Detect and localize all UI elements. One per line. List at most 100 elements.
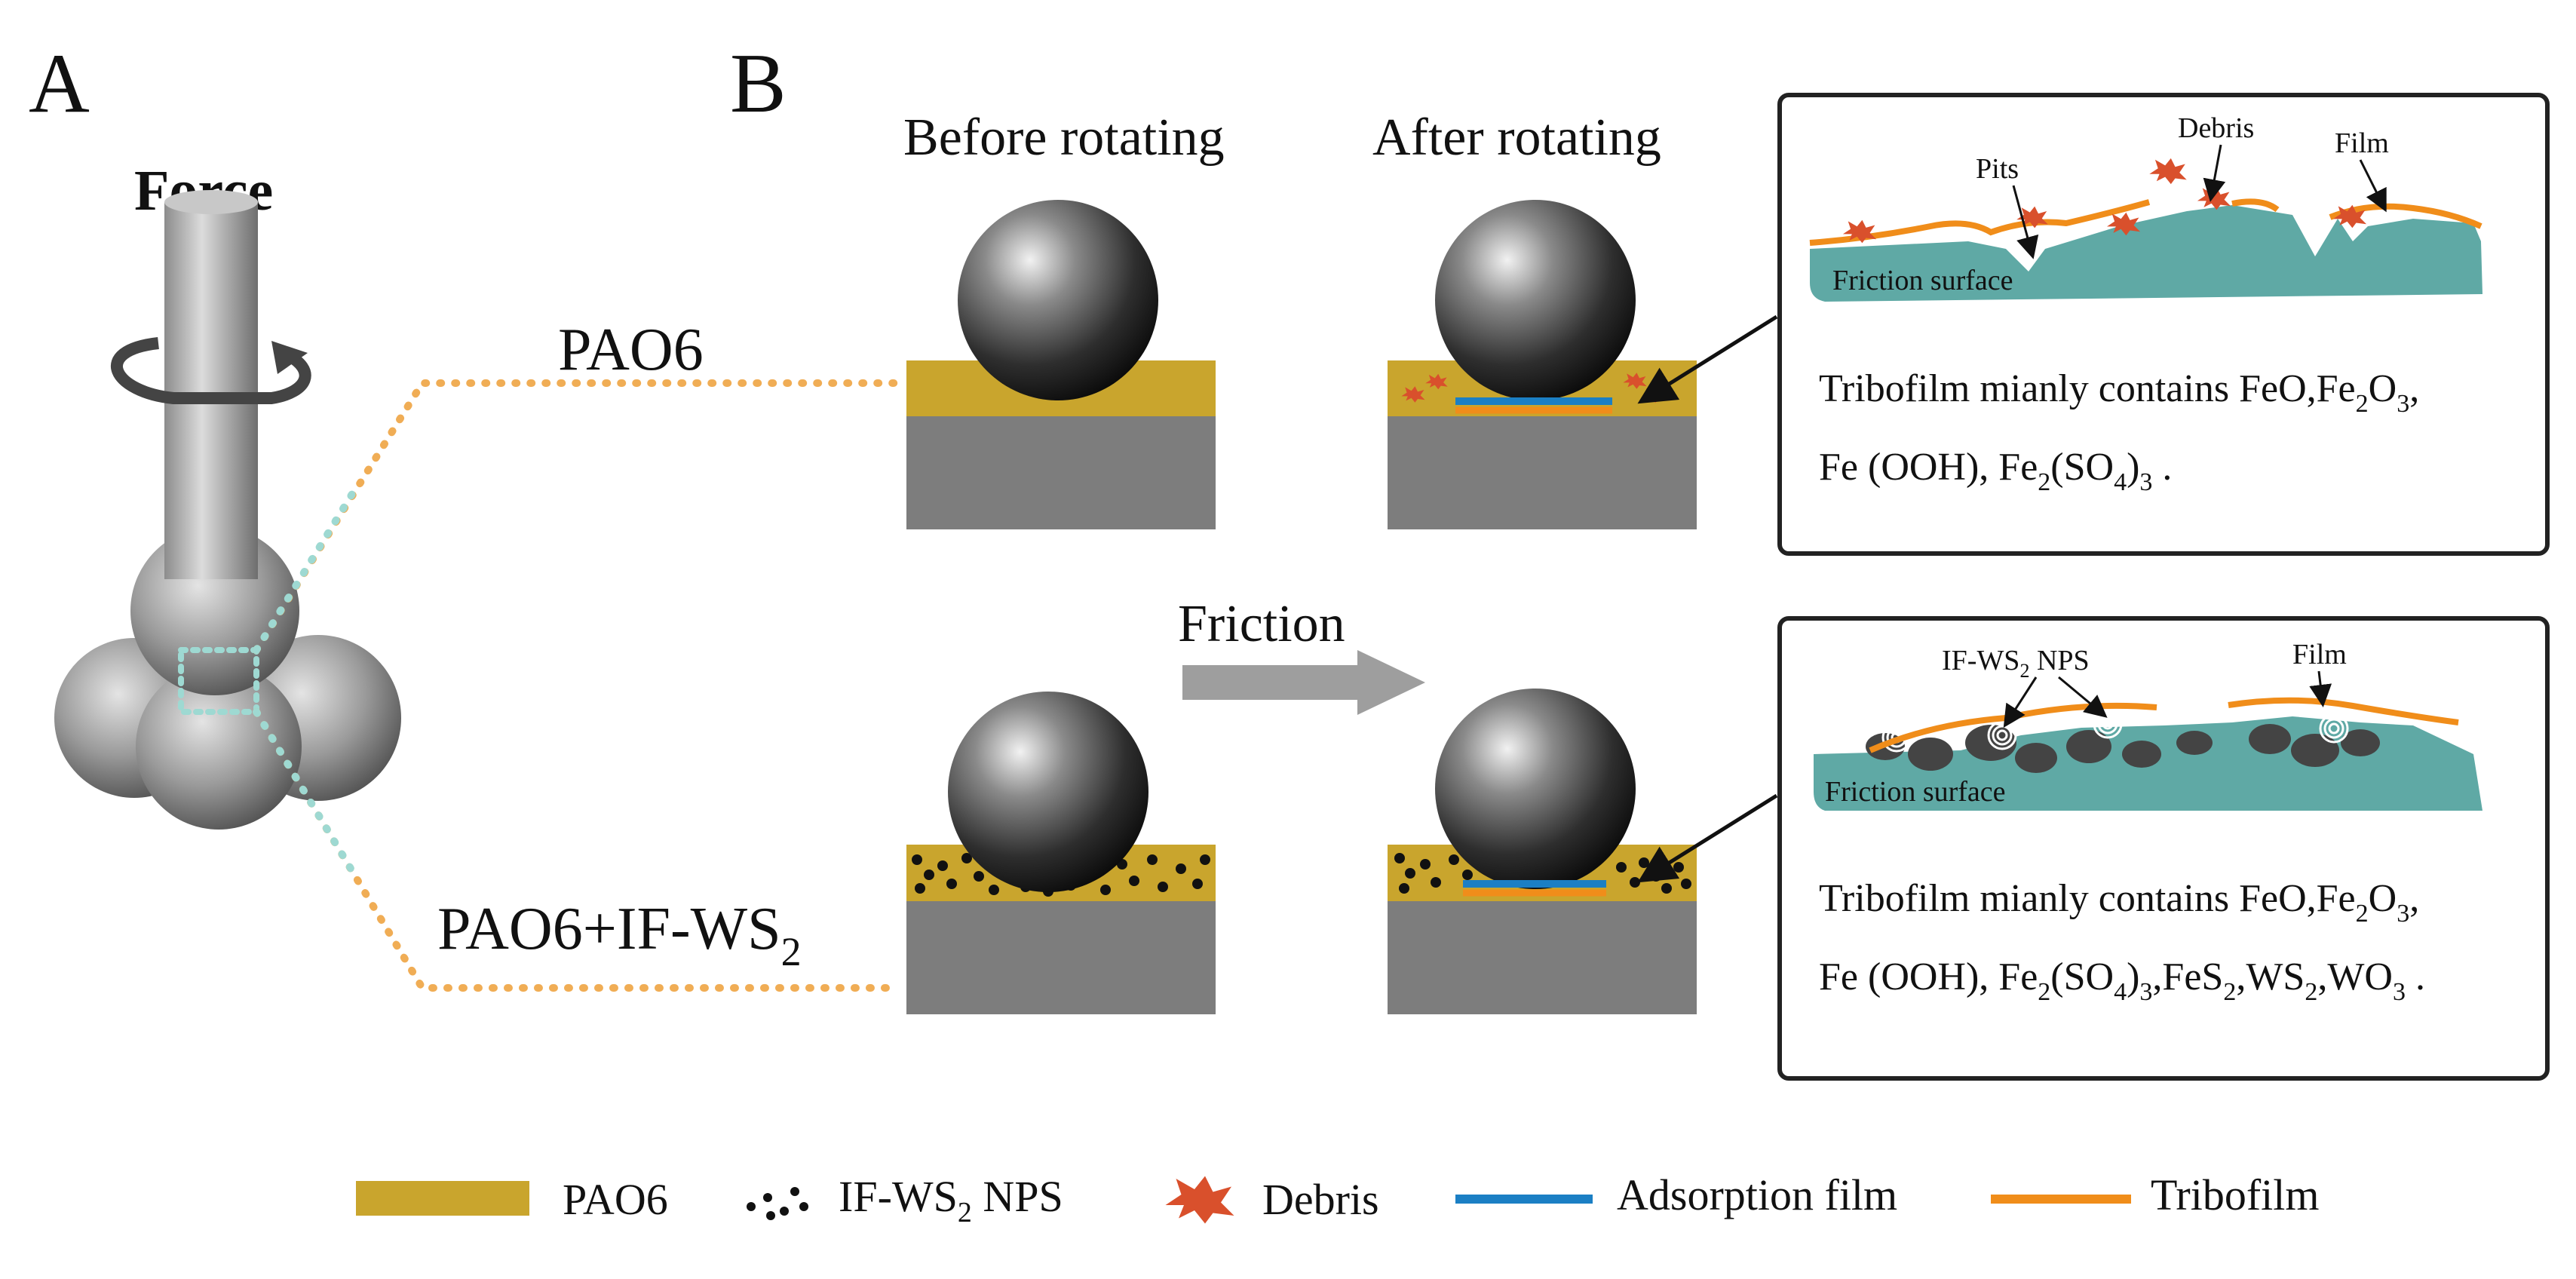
legend-label-adsorption: Adsorption film bbox=[1617, 1170, 1897, 1219]
formula-run: , bbox=[2409, 367, 2419, 410]
legend-label-nps: IF-WS2 NPS bbox=[839, 1172, 1063, 1228]
label-film: Film bbox=[2292, 639, 2347, 670]
row-label-main: PAO6+IF-WS bbox=[437, 896, 781, 962]
nanoparticle-dot bbox=[1616, 862, 1627, 873]
nanoparticle-cluster bbox=[2249, 724, 2291, 754]
zoom-pointer-arrow bbox=[1637, 314, 1778, 404]
onion-ring-layer bbox=[2093, 709, 2123, 739]
film-pointer bbox=[2359, 159, 2387, 213]
nanoparticle-dot bbox=[1192, 879, 1203, 889]
film-pointer bbox=[2309, 670, 2332, 707]
formula-run: . bbox=[2152, 446, 2172, 489]
nanoparticle-cluster bbox=[2176, 731, 2213, 755]
onion-ring-layer bbox=[1992, 725, 2013, 746]
steel-block bbox=[906, 416, 1216, 529]
nanoparticle-cluster bbox=[1908, 738, 1953, 771]
friction-label: Friction bbox=[1178, 595, 1345, 653]
formula-run: . bbox=[2406, 955, 2425, 998]
label-nps-main: IF-WS bbox=[1942, 645, 2019, 676]
detail-box-pao6-ifws2: IF-WS2 NPS Film Friction surface Tribofi… bbox=[1777, 616, 2550, 1081]
nanoparticle-dot bbox=[1405, 868, 1415, 879]
nanoparticle-cluster bbox=[2341, 729, 2380, 756]
formula-run: (SO bbox=[2050, 446, 2114, 489]
tribofilm-composition-line2: Fe (OOH), Fe2(SO4)3,FeS2,WS2,WO3 . bbox=[1819, 955, 2425, 1006]
formula-run: 2 bbox=[2356, 390, 2369, 418]
formula-run: , bbox=[2409, 877, 2419, 920]
legend-label-pao6: PAO6 bbox=[563, 1175, 668, 1224]
legend-label-debris: Debris bbox=[1262, 1175, 1379, 1224]
row2-before-cell bbox=[906, 692, 1216, 1014]
detail-box-frame bbox=[1777, 616, 2550, 1081]
panel-a: A Force bbox=[29, 37, 401, 830]
detail-box-pao6: Pits Debris Film Friction surface Tribof… bbox=[1777, 93, 2550, 556]
nanoparticle-cluster bbox=[2066, 730, 2111, 763]
nanoparticle-dot bbox=[1129, 876, 1139, 886]
onion-ring-layer bbox=[2319, 713, 2349, 744]
formula-run: 3 bbox=[2397, 390, 2409, 418]
zoom-pointer-arrow bbox=[1637, 793, 1778, 883]
legend-swatch-nps bbox=[747, 1187, 808, 1220]
formula-run: ,FeS bbox=[2152, 955, 2223, 998]
nps-pointer-1 bbox=[2003, 676, 2038, 728]
formula-run: 4 bbox=[2114, 978, 2127, 1006]
row2-after-cell bbox=[1388, 689, 1778, 1014]
pits-pointer bbox=[2012, 185, 2039, 259]
formula-run: (SO bbox=[2050, 955, 2114, 998]
formula-run: ,WS bbox=[2236, 955, 2305, 998]
row-label-pao6: PAO6 bbox=[558, 317, 704, 383]
nanoparticle-dot bbox=[1431, 877, 1441, 888]
onion-ring-layer bbox=[1996, 729, 2008, 741]
nanoparticle-dot bbox=[1420, 859, 1431, 870]
formula-run: 2 bbox=[2038, 978, 2050, 1006]
nanoparticle-dot bbox=[1394, 853, 1405, 863]
formula-run: 3 bbox=[2397, 900, 2409, 928]
legend-label-nps-main: IF-WS bbox=[839, 1172, 958, 1221]
connector-teal-2 bbox=[253, 708, 358, 879]
ifws2-nanoparticles bbox=[1394, 853, 1691, 894]
formula-run: 4 bbox=[2114, 468, 2127, 496]
nanoparticle-dot bbox=[924, 870, 934, 880]
rotation-arrowhead-icon bbox=[271, 341, 308, 374]
nanoparticle-dot bbox=[974, 871, 984, 882]
connector-pao6 bbox=[253, 379, 900, 654]
formula-run: 2 bbox=[2356, 900, 2369, 928]
panel-a-label: A bbox=[29, 37, 90, 130]
nanoparticle-dot bbox=[1147, 854, 1158, 865]
nanoparticle-cluster bbox=[2291, 734, 2339, 767]
formula-run: O bbox=[2369, 367, 2397, 410]
nanoparticle-dot bbox=[1673, 862, 1684, 873]
four-ball-tester bbox=[54, 190, 401, 830]
steel-ball bbox=[948, 692, 1148, 892]
nanoparticle-dot bbox=[1661, 883, 1672, 894]
nanoparticle-dot bbox=[946, 879, 957, 889]
label-nps: IF-WS2 NPS bbox=[1942, 645, 2090, 682]
formula-run: 3 bbox=[2393, 978, 2406, 1006]
rotation-arrow-icon bbox=[110, 337, 311, 404]
steel-block bbox=[1388, 416, 1697, 529]
panel-b-label: B bbox=[730, 37, 787, 130]
onion-ring-layer bbox=[1987, 720, 2017, 750]
nanoparticle-dot bbox=[989, 885, 999, 895]
nanoparticle-dot bbox=[1681, 879, 1691, 889]
legend-swatch-pao6 bbox=[356, 1181, 529, 1216]
tribofilm-composition-line1: Tribofilm mianly contains FeO,Fe2O3, bbox=[1819, 367, 2419, 418]
friction-arrow-icon bbox=[1182, 650, 1425, 715]
nanoparticle-dot bbox=[1158, 882, 1168, 892]
formula-run: Fe (OOH), Fe bbox=[1819, 446, 2038, 489]
debris-pointer bbox=[2203, 144, 2226, 202]
label-debris: Debris bbox=[2178, 112, 2254, 144]
bottom-ball-front bbox=[136, 664, 302, 830]
steel-ball bbox=[1435, 200, 1636, 400]
friction-surface bbox=[1810, 205, 2482, 302]
legend-debris-icon bbox=[1165, 1176, 1234, 1224]
label-nps-sub: 2 bbox=[2019, 660, 2029, 682]
nps-pointer-2 bbox=[2058, 676, 2108, 718]
formula-run: ) bbox=[2127, 955, 2139, 998]
nanoparticle-dot bbox=[1462, 870, 1473, 880]
contact-highlight bbox=[178, 647, 259, 715]
formula-run: Fe (OOH), Fe bbox=[1819, 955, 2038, 998]
connector-teal-1 bbox=[253, 486, 358, 654]
formula-run: O bbox=[2369, 877, 2397, 920]
steel-ball bbox=[958, 200, 1158, 400]
panel-b: B Before rotating After rotating PAO6 PA… bbox=[437, 37, 2550, 1081]
